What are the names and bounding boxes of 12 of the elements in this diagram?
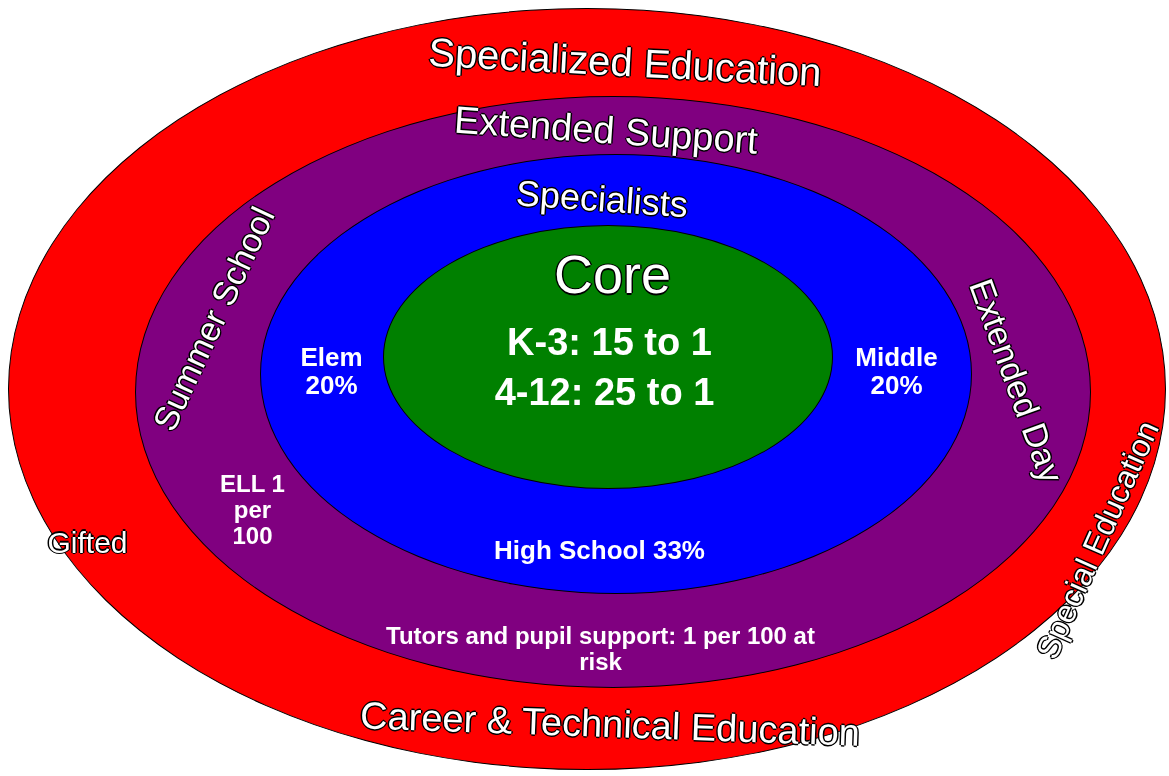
ring-label: Career & Technical Education — [358, 694, 861, 755]
ratio-text: 4-12: 25 to 1 — [494, 371, 715, 414]
percentage-label: High School 33% — [494, 535, 705, 564]
core-title: Core — [554, 244, 671, 305]
ratio-text: K-3: 15 to 1 — [507, 321, 712, 364]
percentage-label: Elem 20% — [299, 342, 364, 401]
ring-title: Extended Support — [452, 99, 759, 162]
ring-label: Tutors and pupil support: 1 per 100 at risk — [385, 622, 816, 675]
percentage-label: Middle 20% — [854, 342, 939, 401]
ring-label: ELL 1 per 100 — [219, 470, 286, 551]
ring-title: Specialized Education — [426, 29, 823, 94]
ring-title: Specialists — [514, 172, 689, 225]
